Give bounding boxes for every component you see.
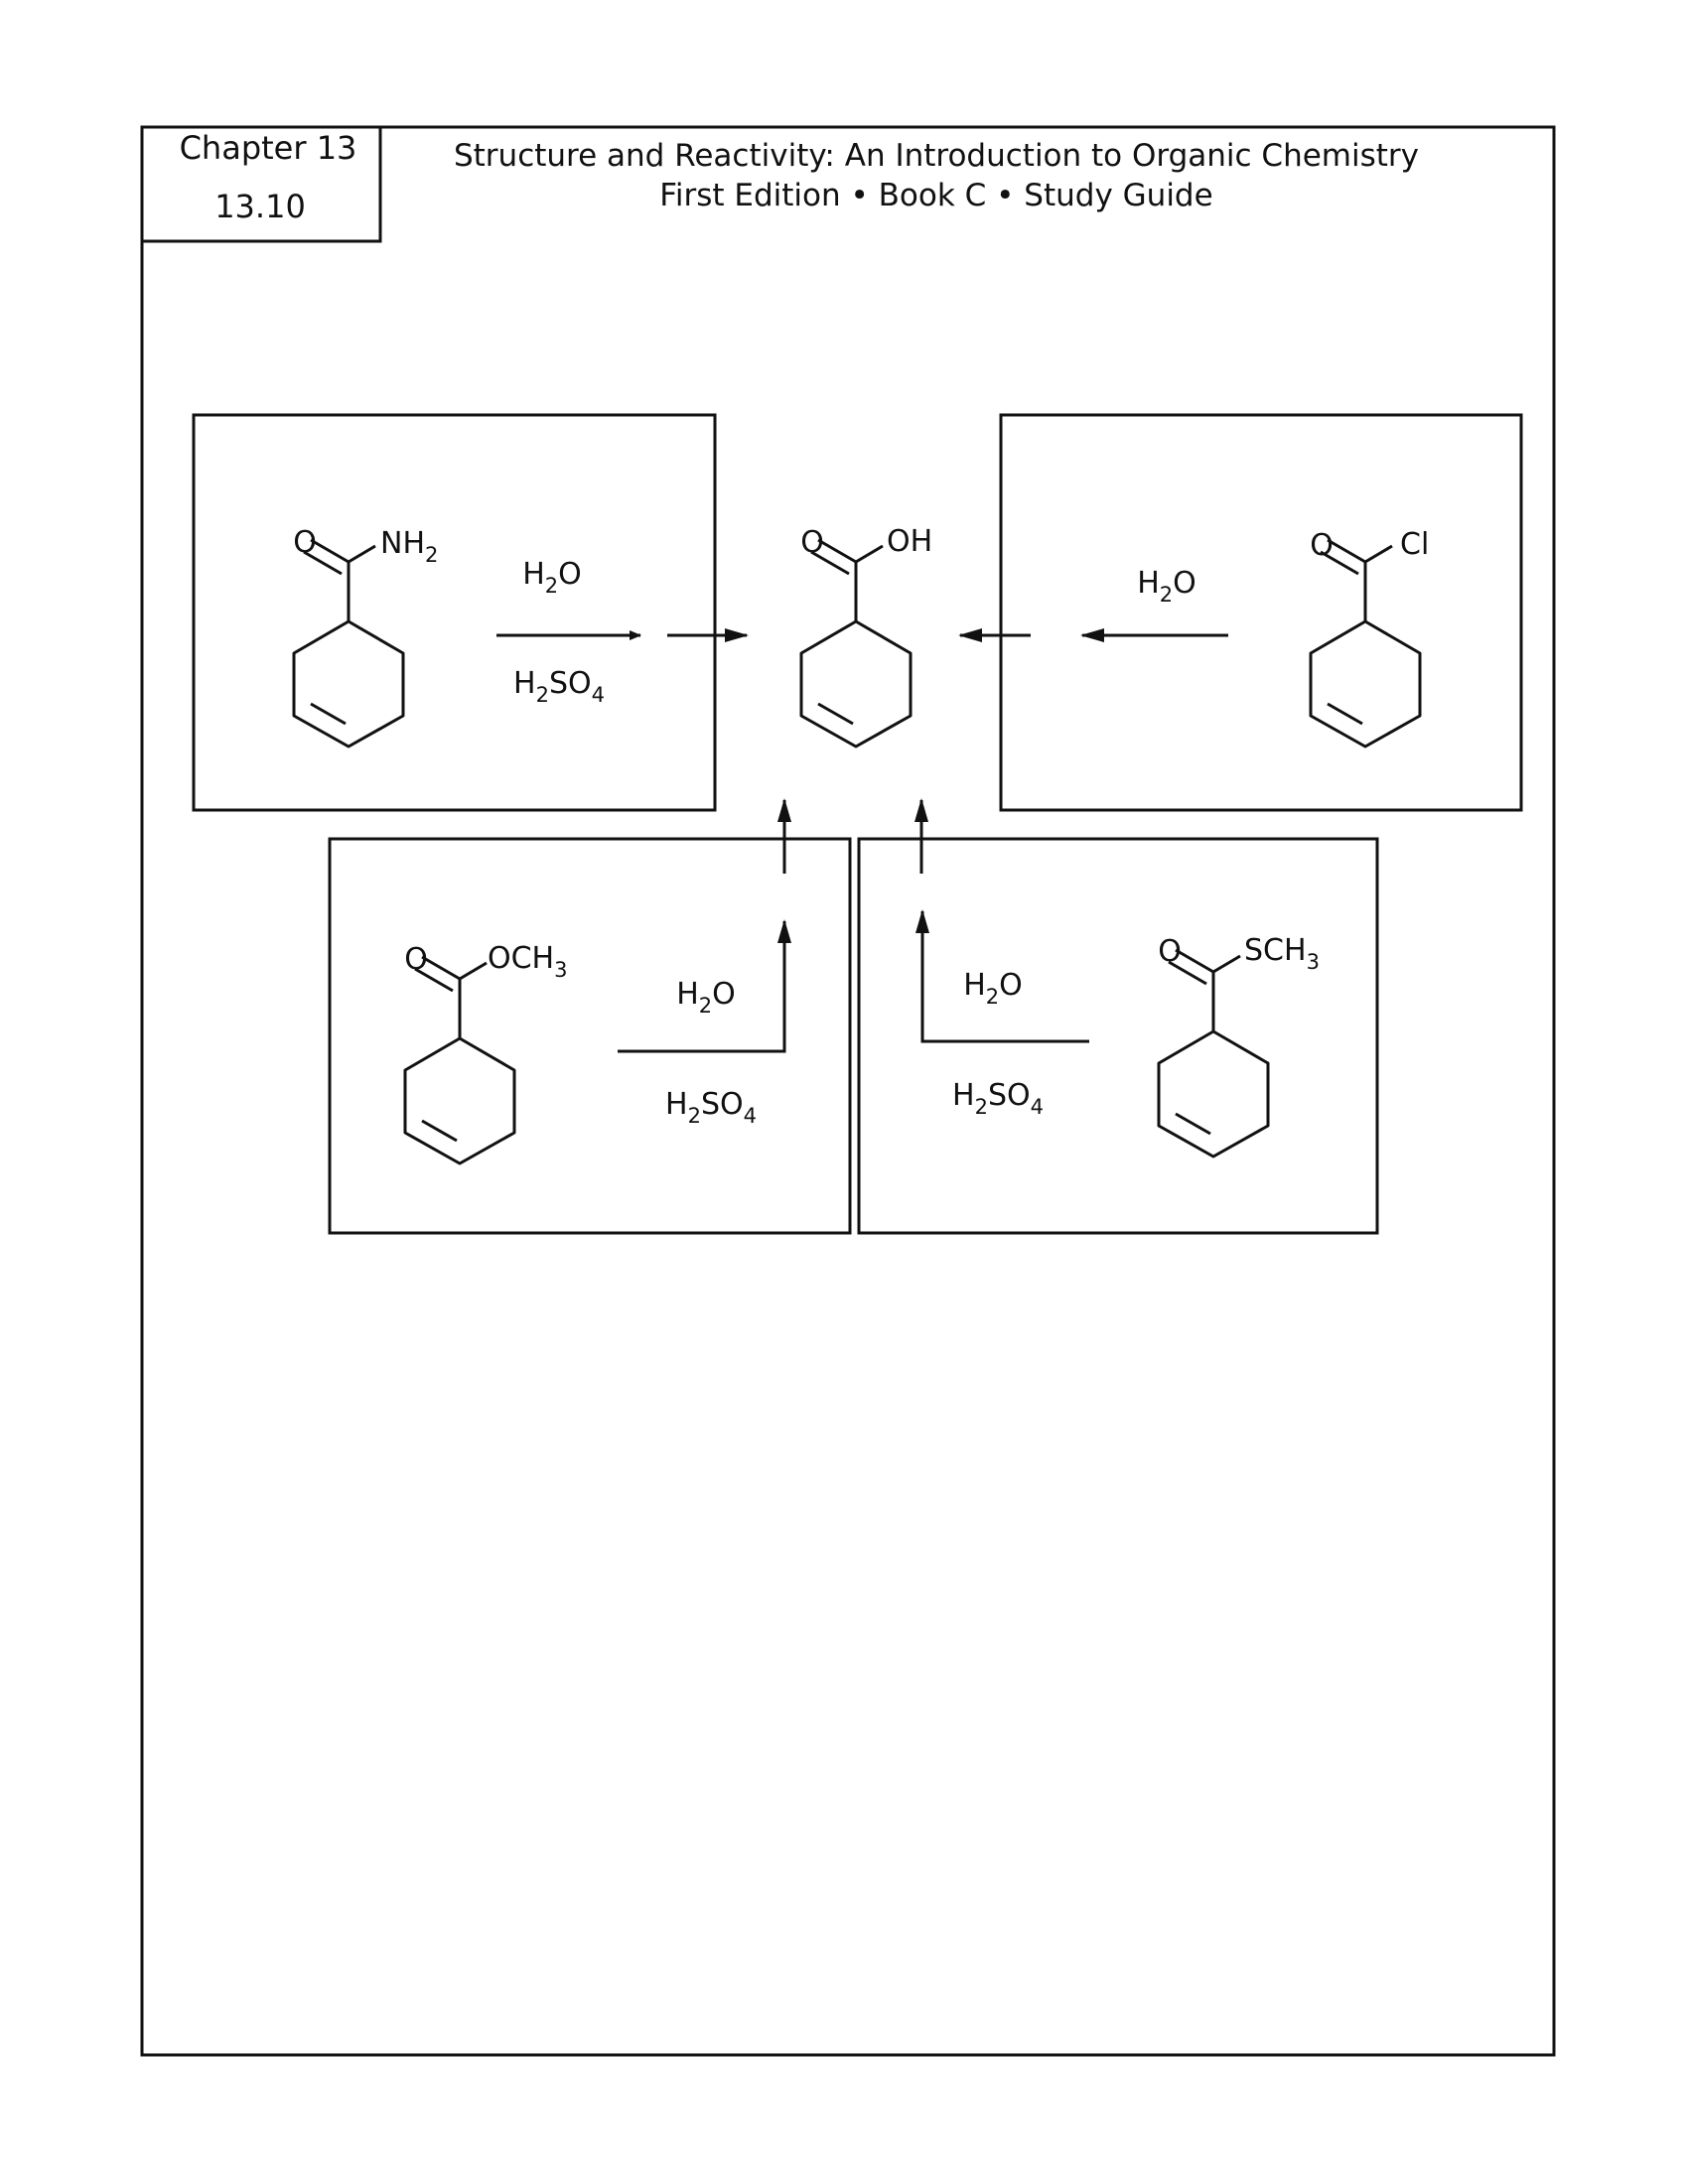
acid-chloride-water-reagent: H2O [1137,566,1196,607]
acid-chloride-group: Cl [1400,527,1429,562]
page-frame [140,125,1556,2057]
ester-oxygen: O [404,942,428,977]
amide-reaction-box [192,413,717,812]
thioester-molecule [1157,948,1270,1159]
book-title: Structure and Reactivity: An Introductio… [454,138,1419,174]
chapter-label: Chapter 13 [180,129,357,167]
product-group: OH [887,524,932,559]
book-subtitle: First Edition • Book C • Study Guide [659,178,1212,213]
thioester-oxygen: O [1158,934,1182,969]
ester-reaction-arrow [618,919,791,1053]
thioester-acid-reagent: H2SO4 [952,1078,1044,1119]
acid-chloride-reaction-box [999,413,1523,812]
acid-chloride-molecule [1309,538,1422,749]
thioester-group: SCH3 [1244,933,1320,974]
ester-acid-reagent: H2SO4 [665,1087,757,1128]
chapter-box: Chapter 13 13.10 [140,125,382,243]
thioester-water-reagent: H2O [963,968,1023,1009]
product-oxygen: O [800,525,824,560]
ester-group: OCH3 [488,941,568,982]
amide-group: NH2 [380,526,438,567]
amide-molecule [292,538,405,749]
ester-reaction-box [328,837,852,1235]
thioester-reaction-arrow [915,909,1089,1043]
amide-acid-reagent: H2SO4 [513,666,605,707]
section-number: 13.10 [214,188,306,225]
amide-oxygen: O [293,525,317,560]
carboxylic-acid-product [799,538,913,749]
thioester-reaction-box [857,837,1379,1235]
amide-water-reagent: H2O [522,557,582,598]
acid-chloride-oxygen: O [1310,528,1334,563]
ester-water-reagent: H2O [676,977,736,1018]
ester-molecule [403,955,516,1165]
